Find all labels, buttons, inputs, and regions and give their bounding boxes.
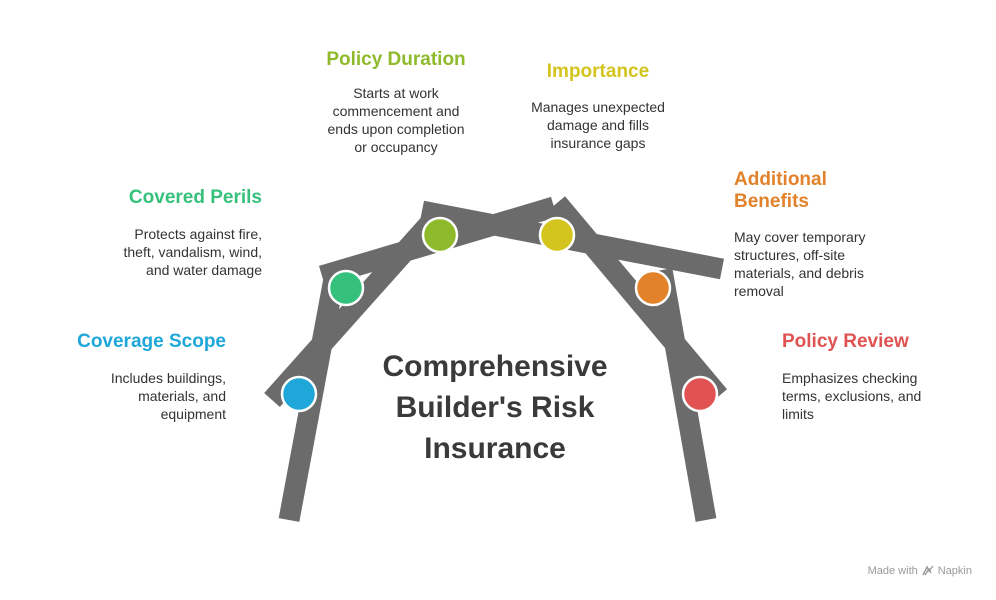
coverage-scope-desc-line: materials, and [138, 388, 226, 404]
additional-benefits-desc-line: removal [734, 283, 784, 299]
coverage-scope-desc: Includes buildings, materials, and equip… [111, 369, 226, 423]
policy-review-desc-line: terms, exclusions, and [782, 388, 922, 404]
policy-duration-desc-line: Starts at work [353, 85, 439, 101]
importance-node [538, 216, 576, 254]
importance-heading: Importance [546, 61, 650, 82]
policy-duration-desc: Starts at work commencement and ends upo… [296, 84, 496, 156]
covered-perils-desc-line: and water damage [146, 262, 262, 278]
policy-review-desc-line: limits [782, 406, 814, 422]
additional-benefits-desc-line: materials, and debris [734, 265, 864, 281]
coverage-scope-heading: Coverage Scope [77, 331, 226, 352]
policy-duration-node [421, 216, 459, 254]
covered-perils-desc-line: theft, vandalism, wind, [123, 244, 262, 260]
importance-desc-line: damage and fills [547, 117, 649, 133]
footer: Made with Napkin [868, 565, 972, 577]
policy-duration-desc-line: or occupancy [354, 139, 438, 155]
covered-perils-desc: Protects against fire, theft, vandalism,… [123, 225, 262, 279]
coverage-scope-desc-line: Includes buildings, [110, 370, 226, 386]
covered-perils-heading: Covered Perils [128, 187, 262, 208]
policy-duration-desc-line: commencement and [332, 103, 460, 119]
napkin-logo-icon [922, 565, 934, 576]
made-with-label: Made with [867, 565, 918, 577]
policy-duration-heading: Policy Duration [326, 49, 466, 70]
title-line-1: Comprehensive [382, 350, 608, 383]
napkin-brand: Napkin [937, 565, 972, 577]
additional-benefits-desc-line: structures, off-site [734, 247, 846, 263]
policy-duration-desc-line: ends upon completion [327, 121, 465, 137]
importance-desc: Manages unexpected damage and fills insu… [498, 98, 698, 152]
policy-review-node [681, 375, 719, 413]
policy-review-desc-line: Emphasizes checking [782, 370, 918, 386]
covered-perils-desc-line: Protects against fire, [134, 226, 262, 242]
coverage-scope-node [280, 375, 318, 413]
policy-review-heading: Policy Review [782, 331, 909, 352]
title-line-2: Builder's Risk [395, 391, 595, 424]
additional-benefits-heading-line: Additional [734, 169, 827, 190]
title-line-3: Insurance [424, 432, 566, 465]
coverage-scope-desc-line: equipment [160, 406, 226, 422]
covered-perils-node [327, 269, 365, 307]
additional-benefits-node [634, 269, 672, 307]
additional-benefits-desc: May cover temporary structures, off-site… [734, 228, 865, 300]
additional-benefits-heading-line: Benefits [734, 191, 809, 212]
policy-review-desc: Emphasizes checking terms, exclusions, a… [782, 369, 921, 423]
additional-benefits-heading: Additional Benefits [734, 169, 827, 213]
diagram-title: Comprehensive Builder's Risk Insurance [330, 346, 660, 469]
arch-beam-5 [548, 196, 728, 403]
importance-desc-line: Manages unexpected [531, 99, 665, 115]
arch-nodes [280, 216, 719, 413]
importance-desc-line: insurance gaps [550, 135, 646, 151]
additional-benefits-desc-line: May cover temporary [734, 229, 866, 245]
